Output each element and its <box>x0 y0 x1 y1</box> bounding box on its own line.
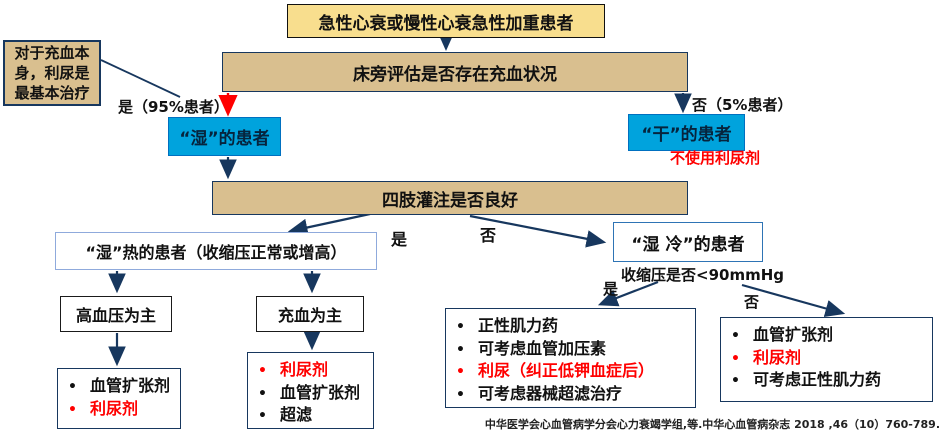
list-item-text: 血管扩张剂 <box>90 376 171 395</box>
list-item: • 正性肌力药 <box>456 315 695 338</box>
list-item: • 血管扩张剂 <box>731 324 932 347</box>
list-item-text: 利尿剂 <box>753 347 802 367</box>
list-item: • 可考虑血管加压素 <box>456 338 695 361</box>
htn-treatment-list: • 血管扩张剂 • 利尿剂 <box>57 368 181 429</box>
list-item-text: 可考虑正性肌力药 <box>753 370 882 390</box>
bullet-icon: • <box>68 379 77 395</box>
list-item-text: 血管扩张剂 <box>753 325 834 344</box>
list-item: • 超滤 <box>258 404 373 427</box>
bullet-icon: • <box>456 364 465 381</box>
bullet-icon: • <box>258 363 267 379</box>
list-item: • 可考虑正性肌力药 <box>731 369 932 392</box>
wet-warm-patient-box: “湿”热的患者（收缩压正常或增高） <box>55 232 377 270</box>
congestion-treatment-list: • 利尿剂 • 血管扩张剂 • 超滤 <box>247 352 374 429</box>
bullet-icon: • <box>731 328 740 344</box>
low-bp-treatment-list: • 正性肌力药 • 可考虑血管加压素 • 利尿（纠正低钾血症后） • 可考虑器械… <box>445 308 696 408</box>
citation: 中华医学会心血管病学分会心力衰竭学组,等.中华心血管病杂志 2018 ,46（1… <box>484 418 940 431</box>
bullet-icon: • <box>456 341 465 358</box>
title-box: 急性心衰或慢性心衰急性加重患者 <box>287 4 605 38</box>
list-item: • 可考虑器械超滤治疗 <box>456 383 695 406</box>
wet-patient-box: “湿”的患者 <box>168 117 281 156</box>
branch-label-no-mid: 否 <box>480 226 497 245</box>
list-item: • 利尿（纠正低钾血症后） <box>456 360 695 383</box>
list-item: • 利尿剂 <box>258 359 373 382</box>
bullet-icon: • <box>68 401 77 418</box>
branch-label-yes-mid: 是 <box>391 230 408 249</box>
list-item-text: 可考虑器械超滤治疗 <box>478 383 623 403</box>
list-item: • 血管扩张剂 <box>68 375 180 398</box>
hypertension-dominant-box: 高血压为主 <box>60 296 172 332</box>
list-item-text: 利尿剂 <box>280 360 329 379</box>
list-item: • 利尿剂 <box>731 347 932 370</box>
no-diuretic-note: 不使用利尿剂 <box>670 149 761 167</box>
list-item-text: 血管扩张剂 <box>280 382 361 402</box>
list-item: • 利尿剂 <box>68 398 180 421</box>
branch-label-yes-95: 是（95%患者） <box>118 98 229 116</box>
bullet-icon: • <box>456 386 465 403</box>
bullet-icon: • <box>258 385 267 402</box>
list-item-text: 利尿（纠正低钾血症后） <box>478 361 655 381</box>
branch-label-no-5: 否（5%患者） <box>692 96 793 114</box>
list-item-text: 可考虑血管加压素 <box>478 338 607 358</box>
branch-label-no-low: 否 <box>744 293 760 311</box>
bedside-assessment-box: 床旁评估是否存在充血状况 <box>222 52 688 92</box>
list-item-text: 正性肌力药 <box>478 316 559 335</box>
branch-label-yes-low: 是 <box>603 280 619 298</box>
bullet-icon: • <box>258 408 267 425</box>
list-item: • 血管扩张剂 <box>258 382 373 405</box>
list-item-text: 利尿剂 <box>90 398 139 418</box>
bullet-icon: • <box>731 373 740 390</box>
normal-bp-treatment-list: • 血管扩张剂 • 利尿剂 • 可考虑正性肌力药 <box>720 317 933 402</box>
sbp-question: 收缩压是否<90mmHg <box>621 266 784 284</box>
bullet-icon: • <box>456 319 465 335</box>
dry-patient-box: “干”的患者 <box>628 114 745 151</box>
diuretic-note-box: 对于充血本身，利尿是最基本治疗 <box>3 40 101 106</box>
congestion-dominant-box: 充血为主 <box>256 296 364 332</box>
bullet-icon: • <box>731 350 740 367</box>
list-item-text: 超滤 <box>280 405 313 425</box>
limb-perfusion-box: 四肢灌注是否良好 <box>212 181 688 215</box>
wet-cold-patient-box: “湿 冷”的患者 <box>613 222 763 262</box>
